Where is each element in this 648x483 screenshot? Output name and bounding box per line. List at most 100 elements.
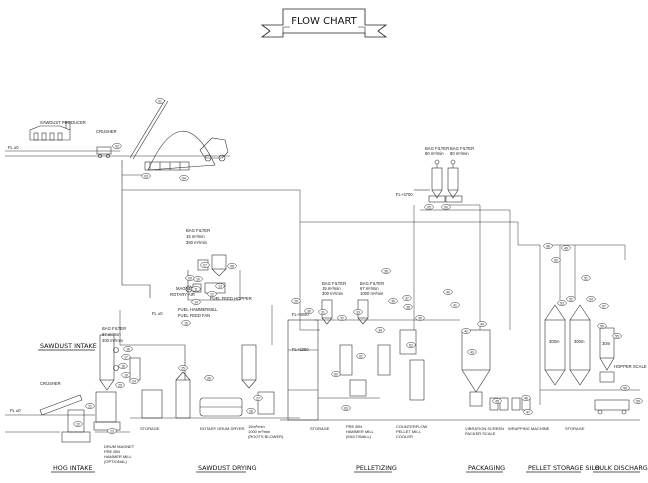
equipment-bubble-outline bbox=[402, 295, 412, 301]
equipment-bubble: 35 bbox=[388, 298, 398, 304]
equipment-number: 59 bbox=[636, 399, 640, 403]
equipment-bubble-outline bbox=[551, 257, 561, 263]
equipment-bubble: 43 bbox=[467, 349, 477, 355]
vibration-screen-label: VIBRATION SCREEN bbox=[465, 426, 504, 431]
equipment-number: 49 bbox=[564, 246, 568, 250]
intake-equipment bbox=[5, 334, 141, 443]
equipment-bubble-outline bbox=[581, 275, 591, 281]
equipment-bubble-outline bbox=[200, 262, 210, 268]
fl-6000-label: FL+6000 bbox=[292, 312, 309, 317]
equipment-number: 10 bbox=[196, 277, 200, 281]
bag-filter-pel2-spec1: 67 m²/min bbox=[360, 286, 379, 291]
equipment-number: 13 bbox=[218, 284, 222, 288]
title-banner: FLOW CHART bbox=[260, 8, 388, 38]
equipment-bubble: 58 bbox=[620, 385, 630, 391]
equipment-bubble: 28 bbox=[246, 408, 256, 414]
section-bulk-discharge: BULK DISCHARGE bbox=[595, 464, 648, 472]
equipment-bubble-outline bbox=[461, 328, 471, 334]
equipment-bubble-outline bbox=[566, 296, 576, 302]
equipment-bubble: 27 bbox=[253, 395, 263, 401]
section-sawdust-drying: SAWDUST DRYING bbox=[198, 464, 257, 472]
equipment-number: 26 bbox=[207, 376, 211, 380]
section-labels: SAWDUST INTAKE HOG INTAKE SAWDUST DRYING… bbox=[38, 342, 648, 473]
equipment-bubble: 04 bbox=[179, 175, 189, 181]
equipment-number: 05 bbox=[427, 205, 431, 209]
equipment-number: 41 bbox=[453, 303, 457, 307]
equipment-bubble: 55 bbox=[612, 333, 622, 339]
pelletizing-equipment bbox=[280, 299, 460, 421]
equipment-bubble-outline bbox=[191, 286, 201, 292]
bag-filter-dryer-spec2: 350 m²/min bbox=[186, 240, 208, 245]
equipment-bubble: 12 bbox=[207, 291, 217, 297]
storage-2-label: STORAGE bbox=[310, 426, 330, 431]
drum-magnet-label: DRUM MAGNET bbox=[104, 444, 135, 449]
equipment-bubble: 46 bbox=[521, 395, 531, 401]
equipment-bubble-outline bbox=[381, 268, 391, 274]
bag-filter-top2-label: BAG FILTER bbox=[450, 146, 474, 151]
equipment-bubble: 31 bbox=[318, 309, 328, 315]
multiwall-label: (MULTIWALL) bbox=[346, 434, 372, 439]
equipment-bubble-outline bbox=[543, 243, 553, 249]
equipment-bubble: 21 bbox=[85, 403, 95, 409]
section-sawdust-intake: SAWDUST INTAKE bbox=[40, 342, 97, 350]
hammer-mill-2-label: HAMMER MILL bbox=[346, 429, 375, 434]
equipment-bubble-outline bbox=[107, 428, 117, 434]
bag-filter-dryer-label: BAG FILTER bbox=[186, 228, 210, 233]
equipment-number: 47 bbox=[526, 410, 530, 414]
equipment-number: 06 bbox=[444, 205, 448, 209]
silo-2-label: 300m bbox=[574, 339, 585, 344]
fan-spec2-label: 1000 m³/min bbox=[248, 429, 270, 434]
hammer-mill-label: HAMMER MILL bbox=[104, 454, 133, 459]
bag-filter-pel1-label: BAG FILTER bbox=[322, 281, 346, 286]
equipment-bubble: 54 bbox=[586, 296, 596, 302]
equipment-number: 46 bbox=[524, 396, 528, 400]
bag-filter-top1-spec: 80 m²/min bbox=[425, 151, 444, 156]
equipment-bubble-outline bbox=[204, 375, 214, 381]
equipment-number: 08 bbox=[230, 264, 234, 268]
equipment-bubble: 24 bbox=[129, 378, 139, 384]
equipment-bubble: 38 bbox=[403, 304, 413, 310]
pre-bin-2-label: PRE BIN bbox=[346, 424, 362, 429]
roots-blower-label: (ROOTS BLOWER) bbox=[248, 434, 284, 439]
equipment-number: 43 bbox=[470, 350, 474, 354]
equipment-bubble-outline bbox=[612, 333, 622, 339]
equipment-number: 07 bbox=[203, 263, 207, 267]
silo-1-label: 300m bbox=[549, 339, 560, 344]
equipment-number: 32 bbox=[340, 316, 344, 320]
equipment-number: 63 bbox=[344, 406, 348, 410]
equipment-number: 62 bbox=[409, 343, 413, 347]
equipment-bubble: 01 bbox=[155, 98, 165, 104]
equipment-bubble: 34 bbox=[375, 327, 385, 333]
equipment-bubble-outline bbox=[227, 263, 237, 269]
equipment-bubble-outline bbox=[620, 385, 630, 391]
equipment-bubble: 23 bbox=[107, 428, 117, 434]
equipment-number: 44 bbox=[480, 322, 484, 326]
pre-bin-label: PRE BIN bbox=[104, 449, 120, 454]
equipment-bubble-outline bbox=[599, 303, 609, 309]
fuel-hammermill-label: FUEL HAMMERMILL bbox=[178, 307, 218, 312]
equipment-bubble-outline bbox=[443, 289, 453, 295]
equipment-bubble-outline bbox=[341, 405, 351, 411]
equipment-bubble-outline bbox=[375, 327, 385, 333]
equipment-bubble-outline bbox=[129, 378, 139, 384]
equipment-number: 55 bbox=[615, 334, 619, 338]
equipment-number: 52 bbox=[569, 297, 573, 301]
equipment-bubble-outline bbox=[388, 298, 398, 304]
equipment-bubble-outline bbox=[424, 204, 434, 210]
equipment-bubble: 49 bbox=[561, 245, 571, 251]
fl-dryer-label: FL ±0 bbox=[152, 311, 163, 316]
equipment-number: 14 bbox=[194, 300, 198, 304]
fl-4700-label: FL+4700 bbox=[396, 192, 413, 197]
equipment-number: 21 bbox=[88, 404, 92, 408]
equipment-number: 11 bbox=[194, 287, 198, 291]
equipment-bubble-outline bbox=[523, 409, 533, 415]
rotary-air-label: ROTARY AIR bbox=[170, 292, 195, 297]
equipment-number: 38 bbox=[406, 305, 410, 309]
silos bbox=[540, 304, 640, 421]
equipment-bubble: 02 bbox=[112, 143, 122, 149]
equipment-bubble-outline bbox=[179, 175, 189, 181]
equipment-bubble: 48 bbox=[543, 243, 553, 249]
equipment-bubble: 51 bbox=[581, 275, 591, 281]
section-packaging: PACKAGING bbox=[468, 464, 505, 472]
